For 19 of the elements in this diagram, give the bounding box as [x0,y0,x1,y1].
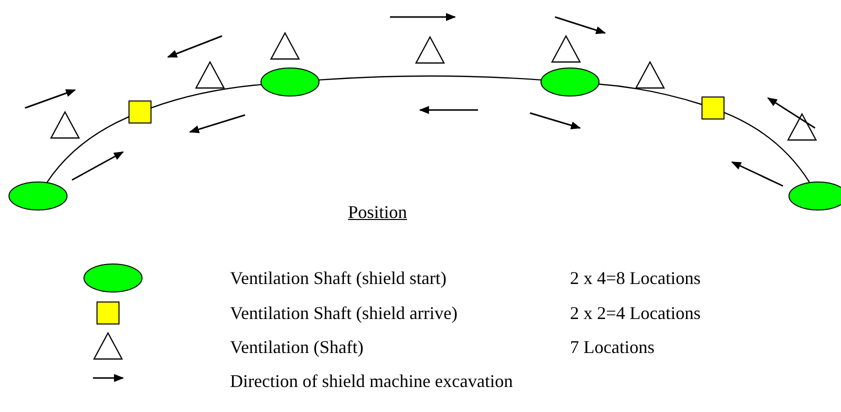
shaft-arrive-marker [702,96,724,120]
tunnel-route-line [150,84,262,109]
legend-text: Ventilation Shaft (shield arrive) [230,302,458,324]
shaft-start-marker [540,68,600,96]
tunnel-route-line [724,112,810,183]
position-label: Position [348,201,408,223]
location-count: 7 Locations [570,336,654,358]
legend-text: Direction of shield machine excavation [230,370,513,392]
location-count: 2 x 4=8 Locations [570,267,701,289]
tunnel-route-line [318,75,542,81]
shaft-arrive-marker [128,100,152,124]
tunnel-route-line [46,116,130,183]
shaft-start-marker [260,68,320,96]
location-count: 2 x 2=4 Locations [570,302,701,324]
tunnel-route-line [598,84,702,106]
legend-text: Ventilation Shaft (shield start) [230,267,446,289]
shaft-start-marker [8,182,68,210]
legend-text: Ventilation (Shaft) [230,336,364,358]
shaft-start-marker [788,182,841,210]
